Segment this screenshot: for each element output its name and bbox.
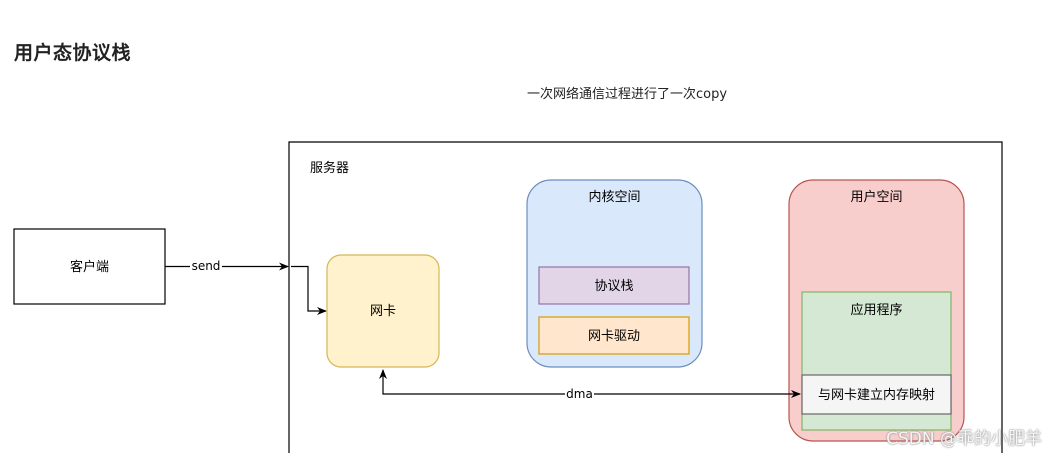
dma-label-bg: [565, 387, 594, 401]
watermark: CSDN @乖的小肥羊: [886, 429, 1042, 449]
send-label: send: [192, 259, 221, 273]
section-title: 用户态协议栈: [14, 42, 132, 64]
dma-arrow: [379, 369, 801, 398]
nic-driver-box: [538, 316, 690, 355]
kernel-space-label: 内核空间: [588, 189, 640, 205]
protocol-stack-label: 协议栈: [594, 279, 633, 294]
dma-label: dma: [566, 387, 593, 401]
user-space-label: 用户空间: [850, 189, 902, 205]
nic-driver-label: 网卡驱动: [588, 329, 640, 344]
nic-box: [326, 254, 440, 368]
send-label-bg: [190, 259, 222, 273]
diagram-caption: 一次网络通信过程进行了一次copy: [527, 86, 727, 102]
client-box: [13, 228, 166, 305]
server-label: 服务器: [310, 160, 349, 176]
app-label: 应用程序: [850, 302, 902, 318]
nic-entry-arrow: [291, 265, 327, 315]
server-box: [288, 141, 1003, 453]
nic-label: 网卡: [370, 304, 396, 319]
mmap-box: [801, 374, 952, 415]
protocol-stack-box: [538, 266, 690, 305]
mmap-label: 与网卡建立内存映射: [818, 387, 935, 403]
client-label: 客户端: [70, 259, 109, 275]
